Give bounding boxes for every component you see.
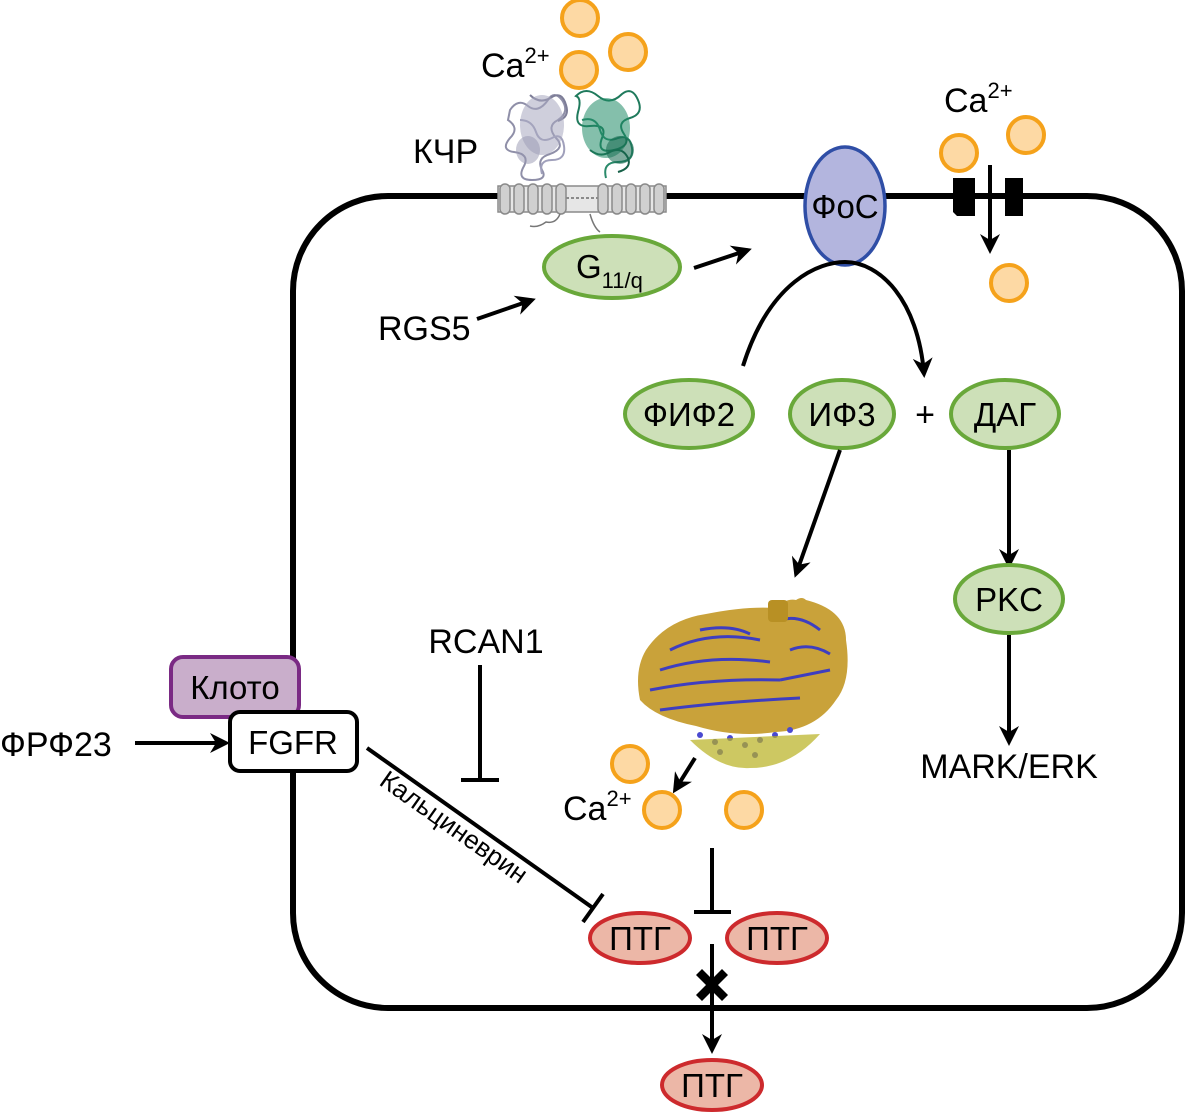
er-calcium-release-arrow: [672, 756, 697, 794]
ip3-node[interactable]: ИФ3: [788, 378, 896, 450]
receptor-label: КЧР: [413, 133, 478, 171]
svg-text:ПТГ: ПТГ: [681, 1067, 743, 1104]
svg-text:FGFR: FGFR: [248, 724, 338, 761]
pip2-node[interactable]: ФИФ2: [623, 378, 755, 450]
pth-node-left[interactable]: ПТГ: [588, 911, 692, 965]
pth-node-right[interactable]: ПТГ: [725, 911, 829, 965]
g11q-to-plc-arrow: [693, 245, 752, 270]
plus-sign: +: [915, 396, 935, 434]
calcineurin-inhibition-line: [365, 746, 595, 910]
svg-text:ФоС: ФоС: [811, 188, 878, 225]
calcium-channel-icon: [953, 178, 1023, 216]
svg-text:ФИФ2: ФИФ2: [643, 396, 735, 433]
plc-node[interactable]: ФоС: [803, 145, 887, 267]
cell-membrane: [290, 193, 1185, 1011]
ip3-to-er-arrow: [791, 449, 842, 578]
svg-text:ДАГ: ДАГ: [974, 396, 1036, 433]
g11q-node[interactable]: G11/q: [542, 234, 682, 300]
calcium-ion: [1006, 115, 1046, 155]
mapk-label: MARK/ERK: [920, 748, 1098, 786]
pkc-node[interactable]: PKC: [953, 563, 1065, 635]
calcium-ion: [610, 744, 650, 784]
svg-text:ПТГ: ПТГ: [746, 920, 808, 957]
block-x-icon: [696, 969, 728, 1001]
fgf23-label: ФРФ23: [0, 726, 112, 764]
klotho-node[interactable]: Клото: [169, 655, 301, 719]
calcium-label-er: Ca2+: [563, 786, 632, 828]
svg-text:Клото: Клото: [190, 669, 280, 706]
rgs5-label: RGS5: [378, 310, 471, 348]
calcium-ion: [608, 32, 648, 72]
calcium-ion-group-top: [559, 0, 648, 90]
svg-text:PKC: PKC: [975, 581, 1043, 618]
svg-text:ПТГ: ПТГ: [609, 920, 671, 957]
calcium-label-top: Ca2+: [481, 43, 550, 85]
rcan1-label: RCAN1: [428, 623, 543, 661]
calcineurin-inhibition-bar: [581, 892, 605, 924]
plc-hydrolysis-arrow: [741, 259, 933, 378]
dag-node[interactable]: ДАГ: [949, 378, 1061, 450]
receptor-protein-structure-icon: [497, 90, 667, 233]
calcium-ion: [939, 133, 979, 173]
pth-node-secreted[interactable]: ПТГ: [660, 1058, 764, 1112]
svg-text:ИФ3: ИФ3: [808, 396, 875, 433]
svg-text:G11/q: G11/q: [576, 248, 643, 293]
calcium-ion: [724, 790, 764, 830]
calcium-ion: [560, 0, 600, 38]
calcium-ion: [559, 50, 599, 90]
calcium-label-channel: Ca2+: [944, 78, 1013, 120]
calcium-ion: [642, 790, 682, 830]
fgfr-node[interactable]: FGFR: [228, 710, 359, 773]
rgs5-arrow: [476, 295, 536, 321]
calcineurin-label: Кальциневрин: [375, 764, 534, 889]
endoplasmic-reticulum-icon: [638, 598, 848, 769]
calcium-ion: [989, 263, 1029, 303]
